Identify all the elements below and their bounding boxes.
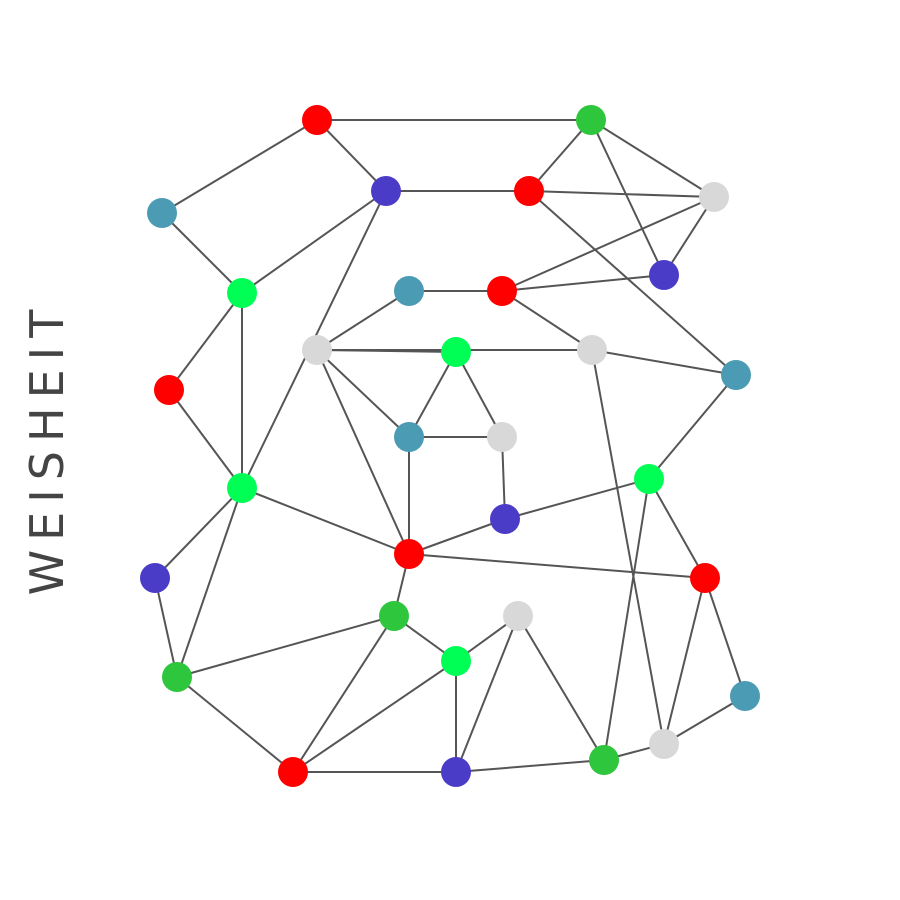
node-n22-blue — [140, 563, 170, 593]
node-n7-blue — [649, 260, 679, 290]
node-n5-gray — [699, 182, 729, 212]
edge-n23-n28 — [704, 577, 746, 697]
edge-n22-n27 — [154, 577, 178, 678]
edge-n13-n15 — [591, 349, 737, 376]
node-n31-blue — [441, 757, 471, 787]
edge-n2-n5 — [590, 119, 715, 198]
node-n15-teal — [721, 360, 751, 390]
edge-n24-n30 — [292, 615, 395, 773]
edge-n27-n30 — [176, 676, 294, 773]
edge-n4-n15 — [528, 190, 737, 376]
node-n14-red — [154, 375, 184, 405]
edge-n26-n30 — [292, 660, 457, 773]
node-n8-lime — [227, 278, 257, 308]
node-n2-green — [576, 105, 606, 135]
edge-n20-n21 — [408, 518, 506, 555]
edge-n25-n32 — [517, 615, 605, 761]
edge-n11-n16 — [316, 349, 410, 438]
node-n23-red — [690, 563, 720, 593]
node-n19-lime — [227, 473, 257, 503]
node-n4-red — [514, 176, 544, 206]
edge-n7-n10 — [501, 274, 665, 292]
edge-n18-n23 — [648, 478, 706, 579]
edge-n9-n11 — [316, 290, 410, 351]
edge-n19-n22 — [154, 487, 243, 579]
node-n28-teal — [730, 681, 760, 711]
node-n24-green — [379, 601, 409, 631]
edge-n21-n23 — [408, 553, 706, 579]
node-n16-teal — [394, 422, 424, 452]
node-n11-gray — [302, 335, 332, 365]
edge-n28-n29 — [663, 695, 746, 745]
node-n12-lime — [441, 337, 471, 367]
edge-n18-n32 — [603, 478, 650, 761]
edge-n23-n29 — [663, 577, 706, 745]
node-n29-gray — [649, 729, 679, 759]
node-n27-green — [162, 662, 192, 692]
node-n3-blue — [371, 176, 401, 206]
node-n30-red — [278, 757, 308, 787]
node-n21-red — [394, 539, 424, 569]
edge-n6-n8 — [161, 212, 243, 294]
edge-n31-n32 — [455, 759, 605, 773]
node-n13-gray — [577, 335, 607, 365]
edge-n11-n21 — [316, 349, 410, 555]
node-n20-blue — [490, 504, 520, 534]
edge-n14-n19 — [168, 389, 243, 489]
edge-n12-n17 — [455, 351, 503, 438]
edge-n15-n18 — [648, 374, 737, 480]
node-n25-gray — [503, 601, 533, 631]
edge-n12-n16 — [408, 351, 457, 438]
node-layer — [140, 105, 760, 787]
edge-n18-n20 — [504, 478, 650, 520]
node-n26-lime — [441, 646, 471, 676]
edge-n2-n4 — [528, 119, 592, 192]
edge-n19-n27 — [176, 487, 243, 678]
node-n17-gray — [487, 422, 517, 452]
edge-n19-n21 — [241, 487, 410, 555]
node-n1-red — [302, 105, 332, 135]
edge-n8-n14 — [168, 292, 243, 391]
edge-n25-n31 — [455, 615, 519, 773]
edge-n1-n3 — [316, 119, 387, 192]
edge-n2-n7 — [590, 119, 665, 276]
edge-layer — [154, 119, 746, 773]
node-n6-teal — [147, 198, 177, 228]
node-n18-lime — [634, 464, 664, 494]
edge-n24-n27 — [176, 615, 395, 678]
node-n10-red — [487, 276, 517, 306]
edge-n4-n5 — [528, 190, 715, 198]
edge-n13-n29 — [591, 349, 665, 745]
edge-n5-n10 — [501, 196, 715, 292]
edge-n1-n6 — [161, 119, 318, 214]
edge-n10-n13 — [501, 290, 593, 351]
node-n32-green — [589, 745, 619, 775]
node-n9-teal — [394, 276, 424, 306]
edge-n3-n8 — [241, 190, 387, 294]
edge-n5-n7 — [663, 196, 715, 276]
